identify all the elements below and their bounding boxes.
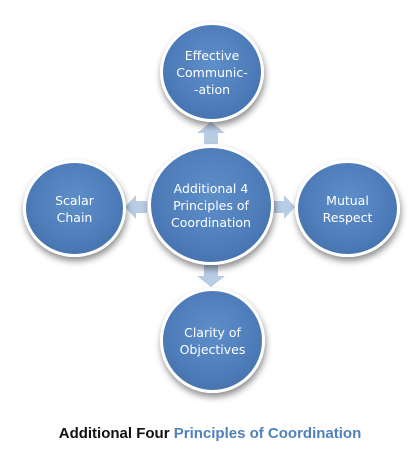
center-node: Additional 4 Principles of Coordination [148,145,274,265]
caption-part2: Principles of Coordination [173,425,362,442]
caption: Additional Four Principles of Coordinati… [0,425,420,442]
top-node: Effective Communic- -ation [160,22,264,122]
arrow-up-icon [197,122,225,144]
bottom-node: Clarity of Objectives [160,288,265,393]
arrow-left-icon [125,195,147,219]
arrow-down-icon [197,265,225,287]
left-node: Scalar Chain [23,160,126,257]
caption-part1: Additional Four [58,425,170,442]
right-node: Mutual Respect [295,160,400,257]
arrow-right-icon [273,195,295,219]
